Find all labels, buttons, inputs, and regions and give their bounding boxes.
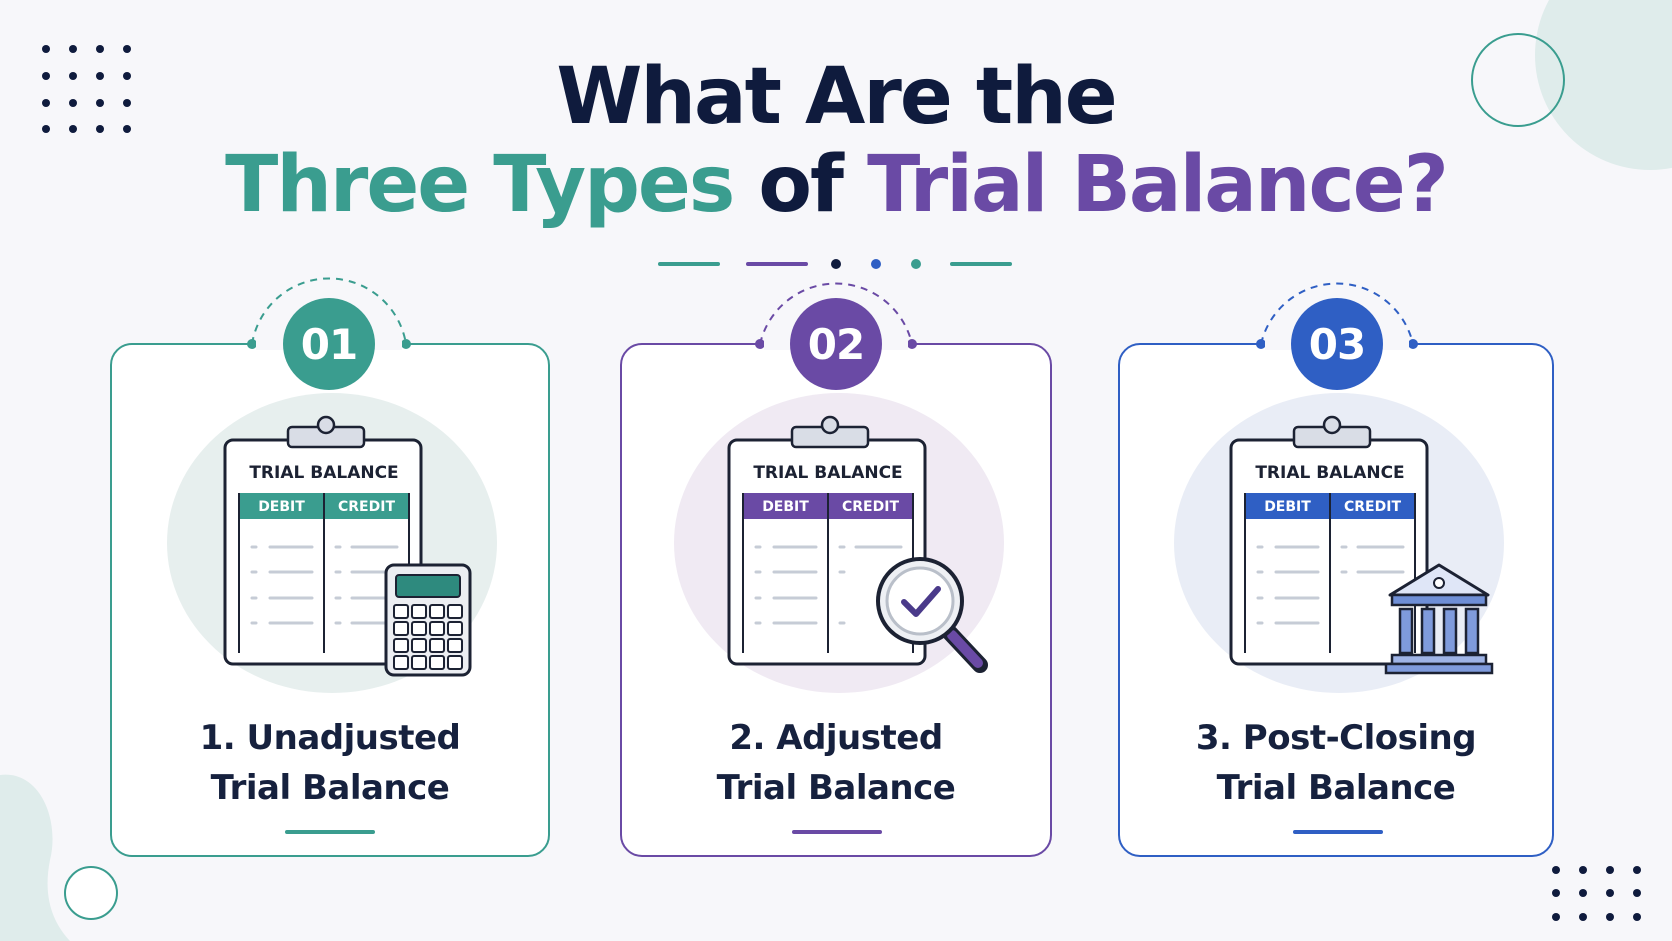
clipboard-title: TRIAL BALANCE: [249, 463, 399, 483]
card-accent-bar: [1293, 830, 1383, 834]
card-title-line2: Trial Balance: [210, 768, 450, 808]
card-title: 3. Post-Closing Trial Balance: [1120, 713, 1552, 813]
card-accent-bar: [285, 830, 375, 834]
credit-header: CREDIT: [842, 499, 899, 515]
card-title-line1: 1. Unadjusted: [199, 718, 461, 758]
bank-building-icon: [1384, 563, 1494, 675]
debit-header: DEBIT: [258, 499, 305, 515]
clipboard-title: TRIAL BALANCE: [1255, 463, 1405, 483]
card-title-line2: Trial Balance: [1216, 768, 1456, 808]
credit-header: CREDIT: [1344, 499, 1401, 515]
card-accent-bar: [792, 830, 882, 834]
corner-blob: [1535, 0, 1672, 170]
calculator-icon: [384, 563, 472, 677]
card-title-line1: 3. Post-Closing: [1195, 718, 1477, 758]
page-title-line1: What Are the: [556, 52, 1117, 142]
dot-grid: [1552, 866, 1641, 921]
card-adjusted: TRIAL BALANCE DEBIT CREDIT 2. Adjusted T…: [620, 343, 1052, 857]
ring-decoration: [64, 866, 118, 920]
title-connector: of: [733, 140, 868, 230]
credit-header: CREDIT: [338, 499, 395, 515]
magnifier-check-icon: [876, 557, 988, 673]
card-title: 2. Adjusted Trial Balance: [622, 713, 1050, 813]
clipboard-icon: [223, 415, 423, 666]
card-title-line2: Trial Balance: [716, 768, 956, 808]
clipboard-title: TRIAL BALANCE: [753, 463, 903, 483]
title-highlight-teal: Three Types: [225, 140, 735, 230]
clipboard-icon: [1229, 415, 1429, 666]
title-divider: [658, 259, 1012, 269]
step-badge-02: 02: [790, 298, 882, 390]
card-post-closing: TRIAL BALANCE DEBIT CREDIT 3. Post-Closi…: [1118, 343, 1554, 857]
page-title-line2: Three Types of Trial Balance?: [0, 140, 1672, 230]
ring-decoration: [1471, 33, 1565, 127]
step-badge-03: 03: [1291, 298, 1383, 390]
title-highlight-purple: Trial Balance?: [867, 140, 1449, 230]
debit-header: DEBIT: [762, 499, 809, 515]
card-title: 1. Unadjusted Trial Balance: [112, 713, 548, 813]
debit-header: DEBIT: [1264, 499, 1311, 515]
card-title-line1: 2. Adjusted: [729, 718, 943, 758]
card-unadjusted: TRIAL BALANCE DEBIT CREDIT 1. Unadjusted…: [110, 343, 550, 857]
clipboard-icon: [727, 415, 927, 666]
corner-blob: [0, 774, 70, 941]
dot-grid: [42, 45, 131, 133]
step-badge-01: 01: [283, 298, 375, 390]
